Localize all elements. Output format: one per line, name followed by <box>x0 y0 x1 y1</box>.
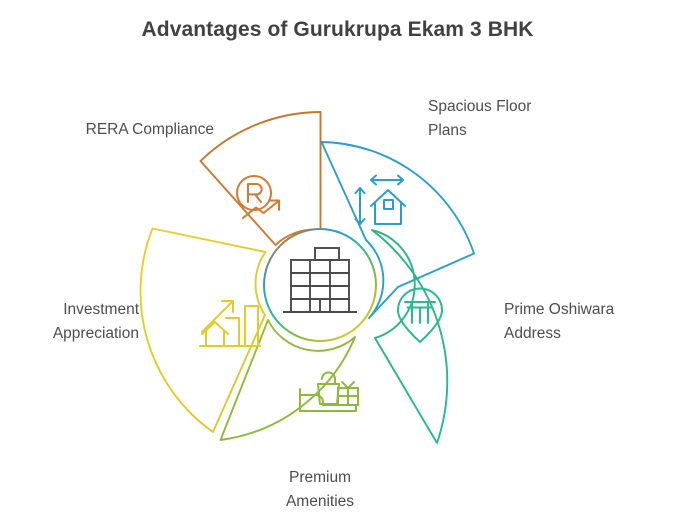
page-title: Advantages of Gurukrupa Ekam 3 BHK <box>141 18 534 41</box>
growth-bar-chart-house-icon <box>199 300 261 347</box>
segment-wedge-rera-compliance[interactable] <box>199 111 322 246</box>
segment-label-investment-appreciation: Investment Appreciation <box>52 301 139 343</box>
house-dimensions-icon <box>354 174 406 225</box>
segment-label-prime-oshiwara-address: Prime Oshiwara Address <box>504 301 615 343</box>
hub-circle <box>263 228 377 342</box>
segment-wedge-premium-amenities[interactable] <box>219 319 356 441</box>
segment-label-premium-amenities: Premium Amenities <box>285 469 355 511</box>
segment-wedge-spacious-floor-plans-outline[interactable] <box>320 141 475 319</box>
segment-wedge-investment-appreciation[interactable] <box>139 227 267 433</box>
rera-registered-growth-icon <box>236 175 280 219</box>
map-pin-landmark-icon <box>397 287 443 343</box>
segment-label-spacious-floor-plans: Spacious Floor Plans <box>428 98 532 140</box>
segment-wedge-prime-oshiwara-address[interactable] <box>371 229 449 444</box>
bed-bag-gift-icon <box>299 371 359 412</box>
apartment-building-icon <box>283 247 357 313</box>
segment-label-rera-compliance: RERA Compliance <box>85 121 214 138</box>
